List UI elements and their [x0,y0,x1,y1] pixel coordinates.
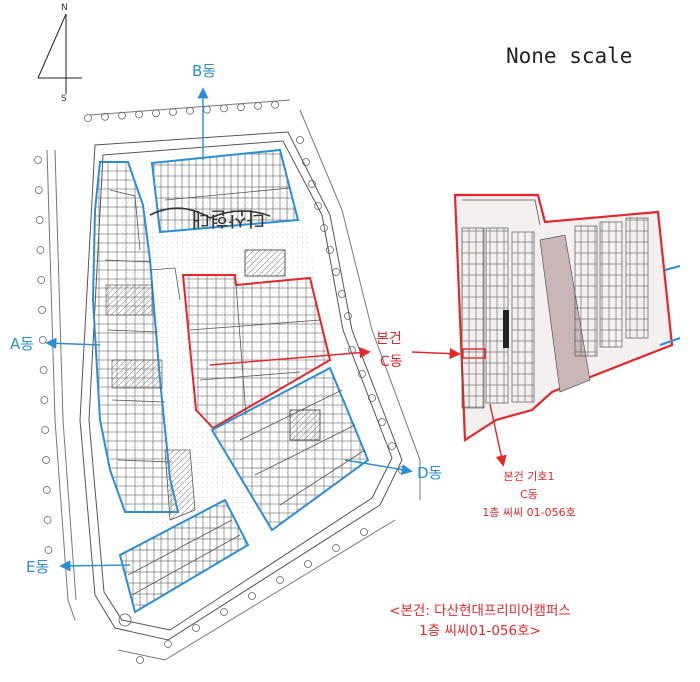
survey-marker [220,608,228,616]
survey-marker [358,370,366,378]
survey-marker [101,112,109,121]
survey-marker [248,592,256,600]
survey-marker [326,246,334,254]
detail-line-2: C동 [520,488,538,501]
survey-marker [332,544,340,552]
survey-marker [136,656,144,664]
survey-marker [41,426,50,434]
building-a-label: A동 [10,335,35,353]
scale-note: None scale [506,44,633,68]
detail-line-3: 1층 씨씨 01-056호 [482,506,576,519]
survey-marker [296,136,304,144]
survey-marker [314,202,322,210]
survey-marker [169,108,177,116]
survey-marker [34,186,43,194]
survey-marker [40,396,49,404]
property-caption: <본건: 다산현대프리미어캠퍼스 1층 씨씨01-056호> [350,601,610,641]
caption-line-1: <본건: 다산현대프리미어캠퍼스 [389,603,571,619]
survey-marker [39,366,48,374]
survey-marker [152,109,160,118]
survey-marker [360,528,368,536]
survey-marker [203,105,211,114]
survey-marker [38,336,47,344]
survey-marker [220,104,228,113]
compass-rose [37,13,82,94]
survey-marker [36,246,45,254]
survey-marker [302,158,310,166]
survey-marker [84,114,92,122]
survey-marker [34,156,42,164]
building-e-outline [118,498,250,614]
building-d-outline [210,366,370,532]
survey-marker [43,516,52,524]
survey-marker [344,312,352,320]
building-c-outline [181,249,332,430]
building-b-label: B동 [192,62,217,80]
building-c-label: C동 [380,354,403,370]
survey-marker [42,456,50,464]
compass-north-label: N [61,3,68,13]
survey-marker [237,103,245,112]
survey-marker [164,640,172,648]
survey-marker [304,560,312,568]
survey-marker [186,106,194,115]
survey-marker [332,268,340,276]
subject-label: 본건 [376,331,402,347]
caption-line-2: 1층 씨씨01-056호> [419,623,541,639]
survey-marker [37,276,46,284]
survey-marker [38,306,46,314]
survey-marker [192,624,200,632]
building-b-outline: 다산현대 [149,148,300,234]
survey-marker [388,442,396,450]
label-arrows [45,87,507,572]
compass-south-label: S [61,94,67,104]
survey-marker [42,486,51,494]
central-features [118,267,196,627]
survey-marker [254,102,262,110]
survey-marker [44,546,53,554]
floor-plan-inset [453,193,681,442]
survey-marker [271,100,279,109]
building-e-label: E동 [26,558,50,576]
building-d-label: D동 [417,464,443,482]
detail-caption: 본건 기호1 C동 1층 씨씨 01-056호 [470,468,588,522]
survey-markers [34,100,406,664]
survey-marker [35,216,44,224]
detail-line-1: 본건 기호1 [503,470,555,483]
survey-marker [276,576,284,584]
svg-text:다산현대: 다산현대 [191,207,265,231]
site-boundary [46,99,421,661]
